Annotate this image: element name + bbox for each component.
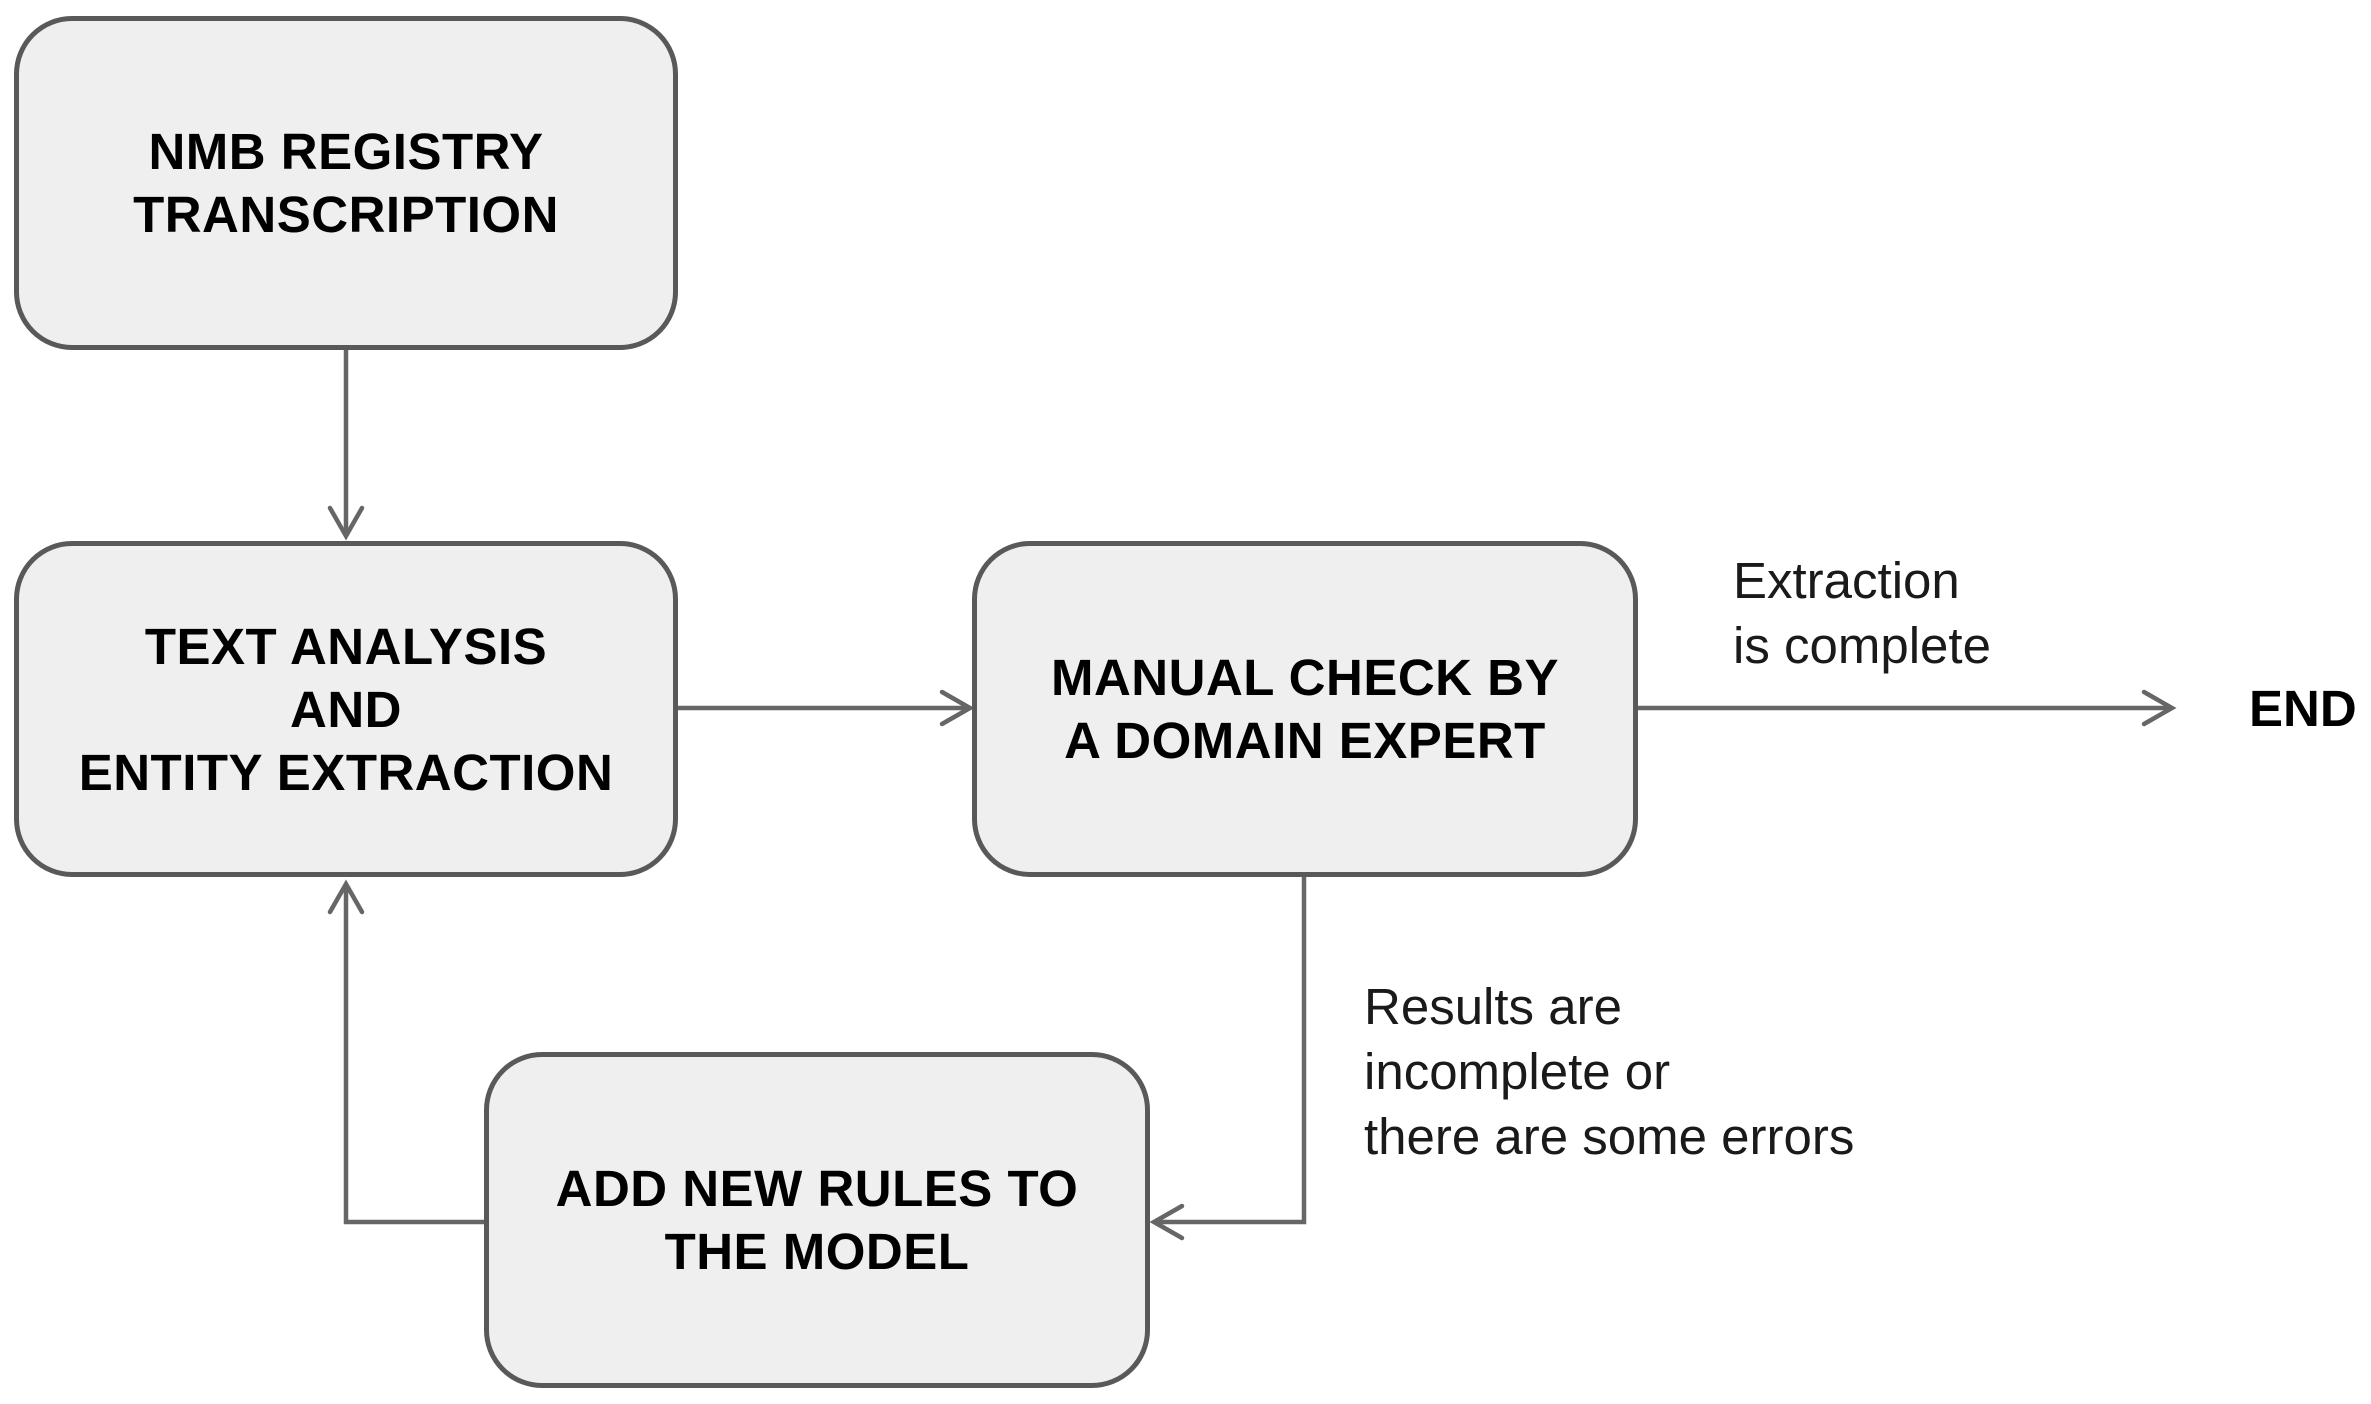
edge-label-extraction-complete: Extraction is complete (1733, 548, 1991, 678)
node-label-line: NMB REGISTRY (148, 123, 544, 180)
node-label-line: MANUAL CHECK BY (1050, 649, 1560, 706)
node-label-line: AND (290, 680, 402, 738)
arrowhead-right-icon (939, 689, 975, 727)
node-nmb-registry-transcription: NMB REGISTRY TRANSCRIPTION (14, 16, 678, 350)
edge-label-line: Results are (1364, 978, 1622, 1035)
node-label-line: ENTITY EXTRACTION (78, 743, 614, 801)
node-label-line: THE MODEL (664, 1223, 970, 1280)
arrowhead-left-icon (1149, 1203, 1185, 1241)
end-terminal-label: END (2249, 680, 2357, 737)
arrowhead-right-icon (2141, 689, 2177, 727)
edge-label-line: is complete (1733, 617, 1991, 674)
node-add-new-rules: ADD NEW RULES TO THE MODEL (484, 1052, 1150, 1388)
node-text-analysis-entity-extraction: TEXT ANALYSIS AND ENTITY EXTRACTION (14, 541, 678, 877)
node-label-line: ADD NEW RULES TO (555, 1160, 1079, 1217)
node-manual-check-domain-expert: MANUAL CHECK BY A DOMAIN EXPERT (972, 541, 1638, 877)
edge-label-line: incomplete or (1364, 1043, 1671, 1100)
edge-label-line: there are some errors (1364, 1108, 1855, 1165)
arrow-manual-check-to-add-rules (1157, 874, 1307, 1225)
node-label-line: A DOMAIN EXPERT (1064, 712, 1546, 769)
edge-label-results-incomplete: Results are incomplete or there are some… (1364, 974, 1854, 1169)
arrow-add-rules-to-analysis (343, 887, 489, 1225)
arrowhead-up-icon (327, 879, 365, 915)
node-label-line: TEXT ANALYSIS (144, 617, 548, 675)
node-label-line: TRANSCRIPTION (133, 186, 559, 243)
arrowhead-down-icon (327, 505, 365, 541)
edge-label-line: Extraction (1733, 552, 1960, 609)
